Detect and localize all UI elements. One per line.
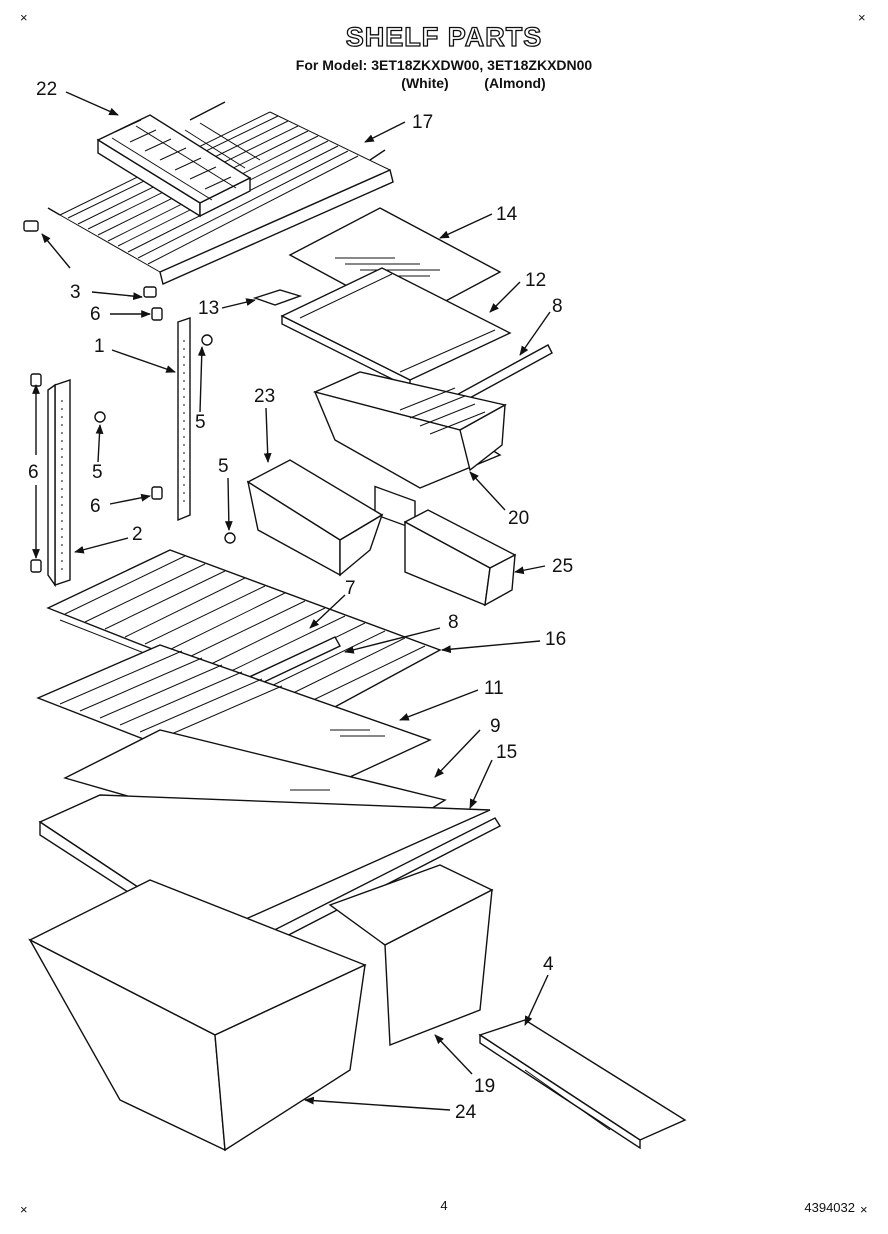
color-white-label: (White) xyxy=(401,75,448,91)
callout-3: 3 xyxy=(70,282,81,303)
callout-5-low: 5 xyxy=(218,456,229,477)
svg-text:×: × xyxy=(20,10,28,25)
callout-13: 13 xyxy=(198,298,219,319)
model-line: For Model: 3ET18ZKXDW00, 3ET18ZKXDN00 xyxy=(296,57,593,73)
svg-text:×: × xyxy=(860,1202,868,1217)
callout-16: 16 xyxy=(545,629,566,650)
callout-9: 9 xyxy=(490,716,501,737)
callout-labels: 22 17 14 3 12 8 13 6 1 5 23 6 5 5 6 2 20… xyxy=(28,79,573,1123)
callout-24: 24 xyxy=(455,1102,477,1123)
part-22-ice-tray xyxy=(96,114,252,218)
callout-1: 1 xyxy=(94,336,105,357)
part-19-crisper-drawer-right xyxy=(328,864,494,1047)
part-20-drawer xyxy=(312,371,507,489)
callout-17: 17 xyxy=(412,112,433,133)
callout-6-mid: 6 xyxy=(28,462,39,483)
page-number: 4 xyxy=(440,1198,447,1213)
callout-20: 20 xyxy=(508,508,529,529)
callout-19: 19 xyxy=(474,1076,495,1097)
svg-text:×: × xyxy=(20,1202,28,1217)
callout-22: 22 xyxy=(36,79,57,100)
page-title: SHELF PARTS xyxy=(346,22,543,52)
svg-text:×: × xyxy=(858,10,866,25)
part-2-bracket-left xyxy=(47,379,71,588)
callout-2: 2 xyxy=(132,524,143,545)
callout-15: 15 xyxy=(496,742,517,763)
part-5-screws xyxy=(94,334,236,544)
part-6-clips xyxy=(30,307,163,573)
callout-4: 4 xyxy=(543,954,554,975)
callout-8-top: 8 xyxy=(552,296,563,317)
part-23-bin xyxy=(246,459,384,577)
part-25-bin xyxy=(403,509,517,607)
document-number: 4394032 xyxy=(804,1200,855,1215)
callout-5-mid: 5 xyxy=(92,462,103,483)
part-1-bracket-right xyxy=(177,317,191,522)
callout-11: 11 xyxy=(484,678,504,699)
callout-14: 14 xyxy=(496,204,518,225)
callout-23: 23 xyxy=(254,386,275,407)
callout-6-low: 6 xyxy=(90,496,101,517)
callout-12: 12 xyxy=(525,270,546,291)
callout-25: 25 xyxy=(552,556,573,577)
callout-6-top: 6 xyxy=(90,304,101,325)
corner-marks: × × × × xyxy=(20,10,868,1217)
callout-5-upper: 5 xyxy=(195,412,206,433)
callout-7: 7 xyxy=(345,578,356,599)
leader-lines xyxy=(32,91,551,1111)
color-almond-label: (Almond) xyxy=(484,75,545,91)
part-17-freezer-wire-shelf xyxy=(47,101,394,285)
part-24-crisper-drawer-left xyxy=(28,879,367,1152)
part-4-cover xyxy=(478,1019,687,1150)
part-3-pins xyxy=(23,220,157,298)
callout-8-mid: 8 xyxy=(448,612,459,633)
